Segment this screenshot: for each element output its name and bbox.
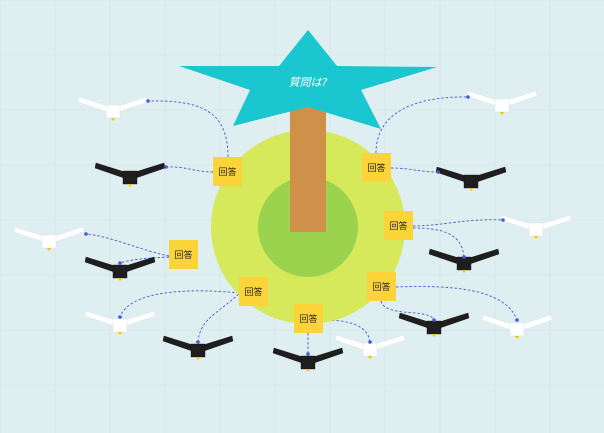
connector-dot [436, 170, 440, 174]
sticky-note-label: 回答 [389, 220, 407, 232]
sticky-note-label: 回答 [244, 286, 262, 298]
answer-sticky-note[interactable]: 回答 [294, 304, 323, 333]
connector [412, 219, 504, 227]
black-bird-icon [162, 335, 234, 360]
connector-dot [118, 261, 122, 265]
sticky-note-label: 回答 [218, 166, 236, 178]
connector [85, 233, 170, 257]
sticky-note-bg [367, 272, 396, 301]
answer-sticky-note[interactable]: 回答 [362, 153, 391, 182]
connector [380, 300, 435, 321]
white-bird-icon [481, 314, 553, 339]
white-bird-icon [334, 334, 406, 359]
connector [119, 256, 170, 264]
connector-dot [462, 255, 466, 259]
sticky-note-label: 回答 [174, 249, 192, 261]
connector-lines [85, 96, 518, 354]
white-bird-icon [84, 310, 156, 335]
black-bird-icon [435, 166, 507, 191]
sticky-note-label: 回答 [299, 313, 317, 325]
connector [197, 293, 240, 343]
answer-sticky-note[interactable]: 回答 [169, 240, 198, 269]
white-bird-icon [13, 226, 85, 251]
connector-dot [432, 318, 436, 322]
answer-sticky-note[interactable]: 回答 [213, 157, 242, 186]
black-bird-icon [398, 312, 470, 337]
connector-dot [196, 340, 200, 344]
black-bird-icon [428, 248, 500, 273]
connector [395, 286, 518, 321]
answer-sticky-note[interactable]: 回答 [367, 272, 396, 301]
connector-dot [501, 218, 505, 222]
black-bird-icon [272, 347, 344, 372]
sticky-note-bg [362, 153, 391, 182]
question-star[interactable] [179, 30, 437, 129]
black-bird-icon [84, 256, 156, 281]
connector [147, 100, 229, 158]
sticky-note-bg [294, 304, 323, 333]
connector-dot [84, 232, 88, 236]
connector-dot [368, 340, 372, 344]
tree-trunk [290, 103, 326, 232]
connector-dot [146, 99, 150, 103]
connector-dot [306, 352, 310, 356]
question-label: 質問は? [289, 76, 328, 89]
answer-sticky-note[interactable]: 回答 [384, 211, 413, 240]
answer-sticky-note[interactable]: 回答 [239, 277, 268, 306]
connector [412, 227, 465, 258]
white-bird-icon [466, 90, 538, 115]
sticky-note-bg [384, 211, 413, 240]
connector-dot [118, 315, 122, 319]
connector [165, 166, 214, 173]
connector-dot [164, 165, 168, 169]
sticky-note-bg [213, 157, 242, 186]
sticky-note-bg [169, 240, 198, 269]
white-bird-icon [500, 214, 572, 239]
connector [119, 290, 240, 318]
bird-icons [13, 90, 572, 372]
connector [390, 167, 439, 173]
sticky-note-label: 回答 [367, 162, 385, 174]
black-bird-icon [94, 162, 166, 187]
connector [375, 96, 469, 154]
connector-dot [466, 95, 470, 99]
white-bird-icon [77, 96, 149, 121]
sticky-note-label: 回答 [372, 281, 390, 293]
connector-dots [84, 95, 519, 356]
sticky-note-bg [239, 277, 268, 306]
connector-dot [515, 318, 519, 322]
